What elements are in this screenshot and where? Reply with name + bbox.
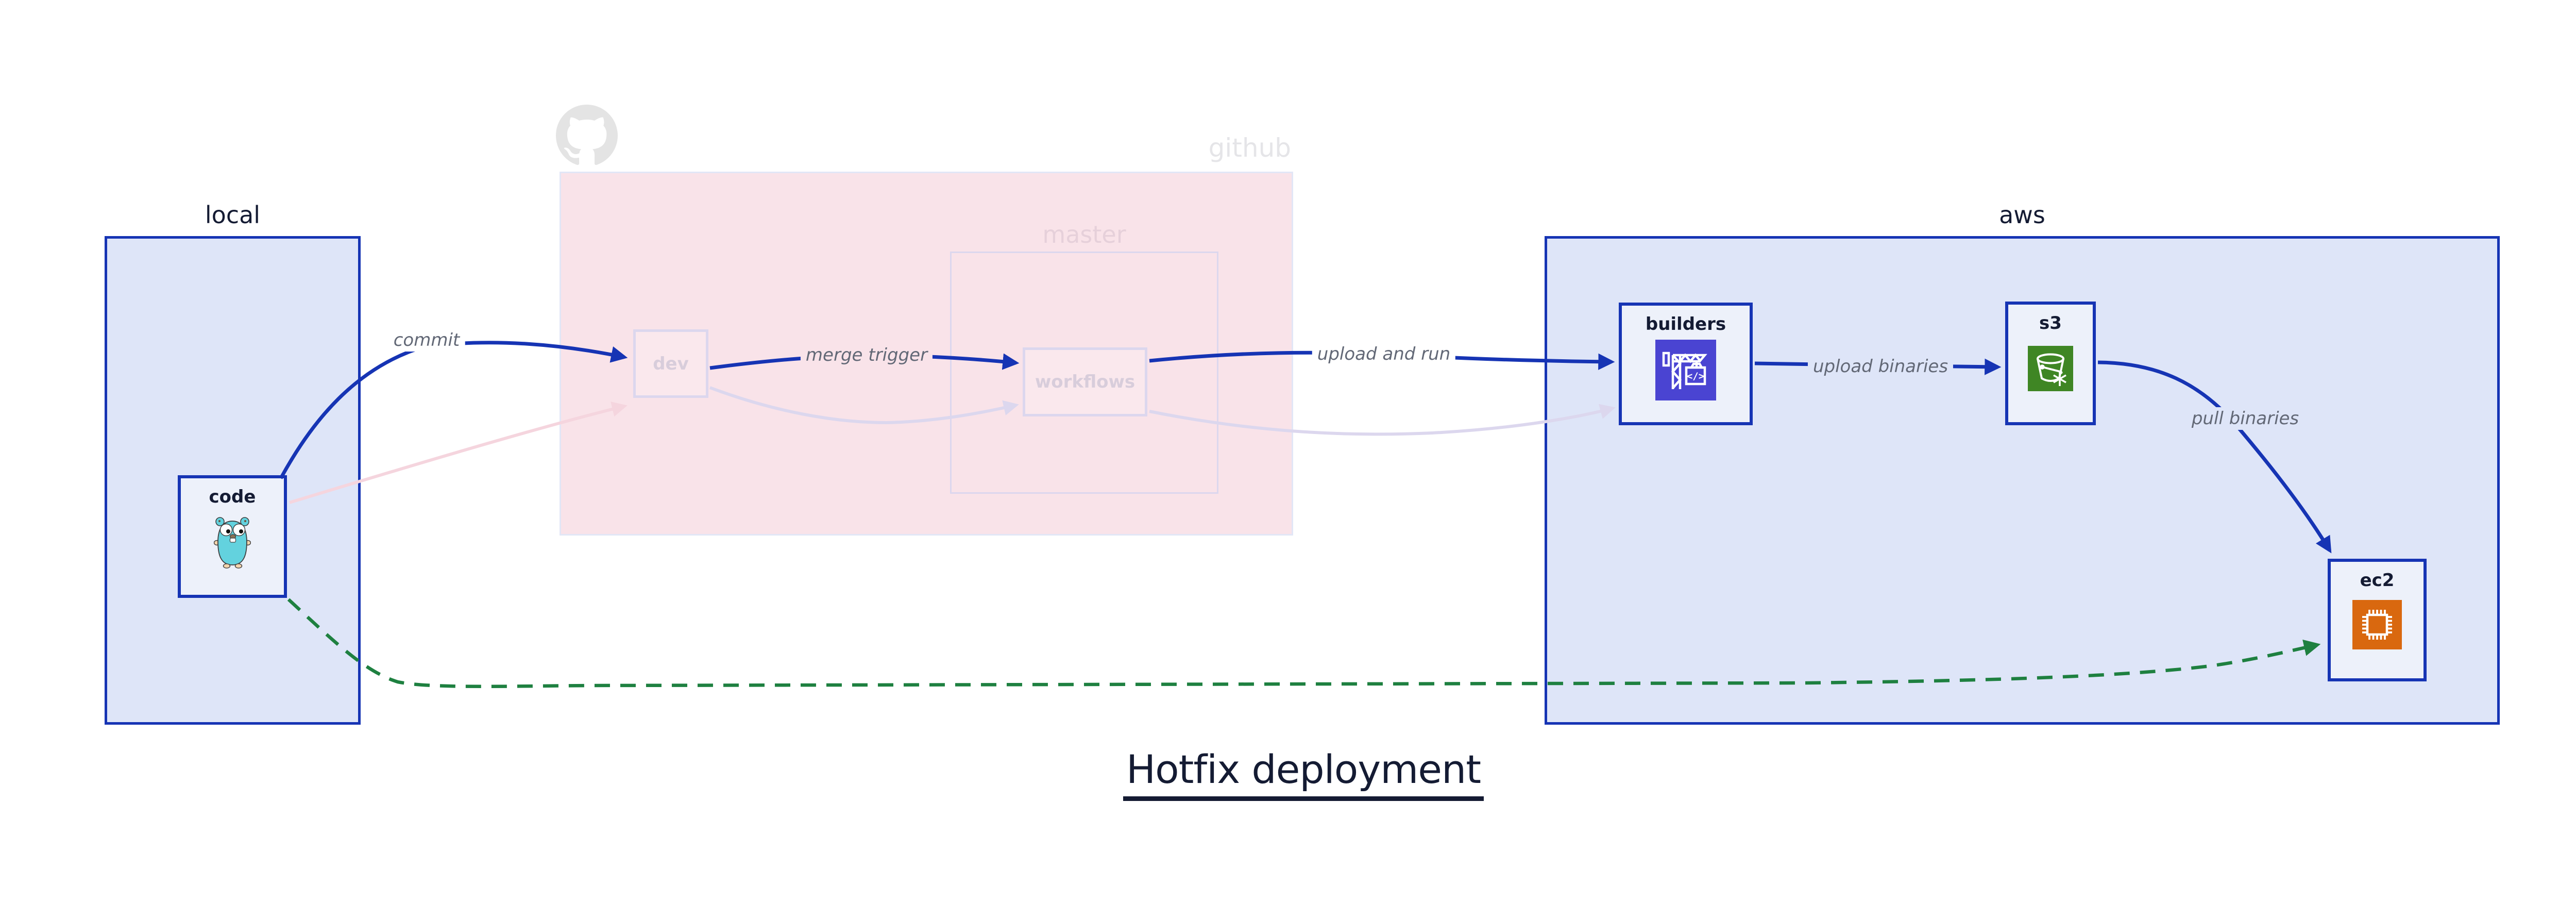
codebuild-crane-icon: </>: [1655, 340, 1716, 400]
group-local-label: local: [205, 201, 261, 229]
group-github-label: github: [1208, 133, 1291, 163]
node-builders: builders </>: [1619, 303, 1753, 425]
node-dev: dev: [633, 329, 708, 398]
svg-text:</>: </>: [1687, 371, 1704, 382]
edge-merge-trigger-label: merge trigger: [800, 344, 933, 366]
group-aws-label: aws: [1999, 201, 2045, 229]
node-builders-label: builders: [1645, 314, 1726, 335]
node-code-label: code: [209, 487, 256, 507]
group-master-box: [950, 252, 1218, 494]
edge-pull-binaries-label: pull binaries: [2186, 407, 2304, 430]
node-s3: s3: [2005, 302, 2096, 425]
node-s3-label: s3: [2039, 313, 2062, 333]
node-ec2-label: ec2: [2360, 570, 2395, 591]
node-dev-label: dev: [653, 353, 689, 374]
node-code: code: [178, 475, 287, 598]
node-ec2: ec2: [2328, 559, 2427, 681]
node-workflows: workflows: [1023, 347, 1147, 416]
gopher-icon: [214, 514, 251, 569]
edge-commit-label: commit: [388, 329, 465, 352]
group-master-label: master: [1042, 221, 1126, 248]
edge-upload-binaries-label: upload binaries: [1807, 355, 1954, 378]
s3-glacier-bucket-icon: [2028, 346, 2073, 391]
github-octocat-icon: [555, 105, 618, 169]
ec2-chip-icon: [2352, 600, 2402, 649]
edge-upload-and-run-label: upload and run: [1312, 343, 1456, 365]
diagram-title: Hotfix deployment: [1123, 746, 1484, 801]
node-workflows-label: workflows: [1035, 372, 1136, 392]
